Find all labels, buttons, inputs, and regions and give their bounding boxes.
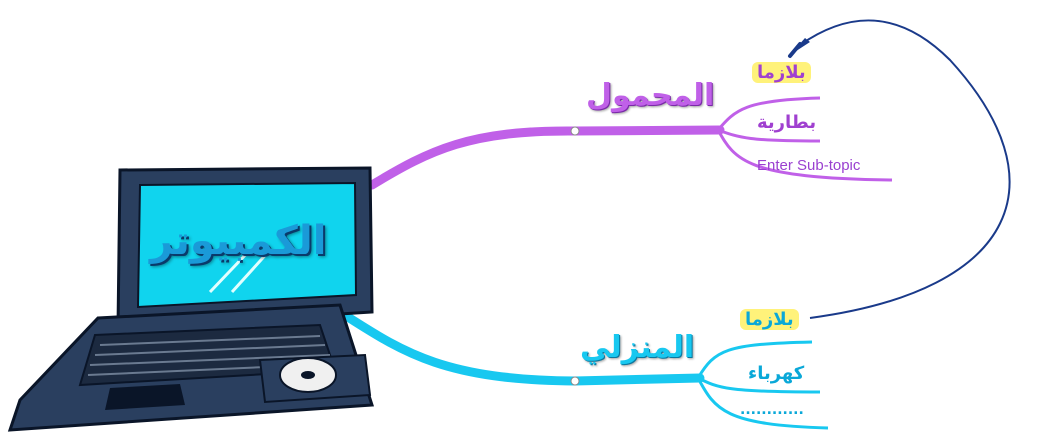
subtopic-battery[interactable]: بطارية [757,112,816,133]
central-topic[interactable]: الكمبيوتر [150,218,326,264]
subtopic-enter-placeholder[interactable]: Enter Sub-topic [757,157,860,174]
subtopic-empty-dots[interactable]: ............ [740,402,804,418]
subtopic-plasma-laptop[interactable]: بلازما [752,62,811,83]
collapse-handle-manzili [571,377,579,385]
branch-label-mahmoul[interactable]: المحمول [586,78,714,113]
subtopic-plasma-home[interactable]: بلازما [740,309,799,330]
laptop-icon [10,168,372,430]
subtopic-electricity[interactable]: كهرباء [748,363,804,384]
collapse-handle-mahmoul [571,127,579,135]
branch-label-manzili[interactable]: المنزلي [580,330,694,365]
branch-connector-mahmoul [372,130,720,185]
